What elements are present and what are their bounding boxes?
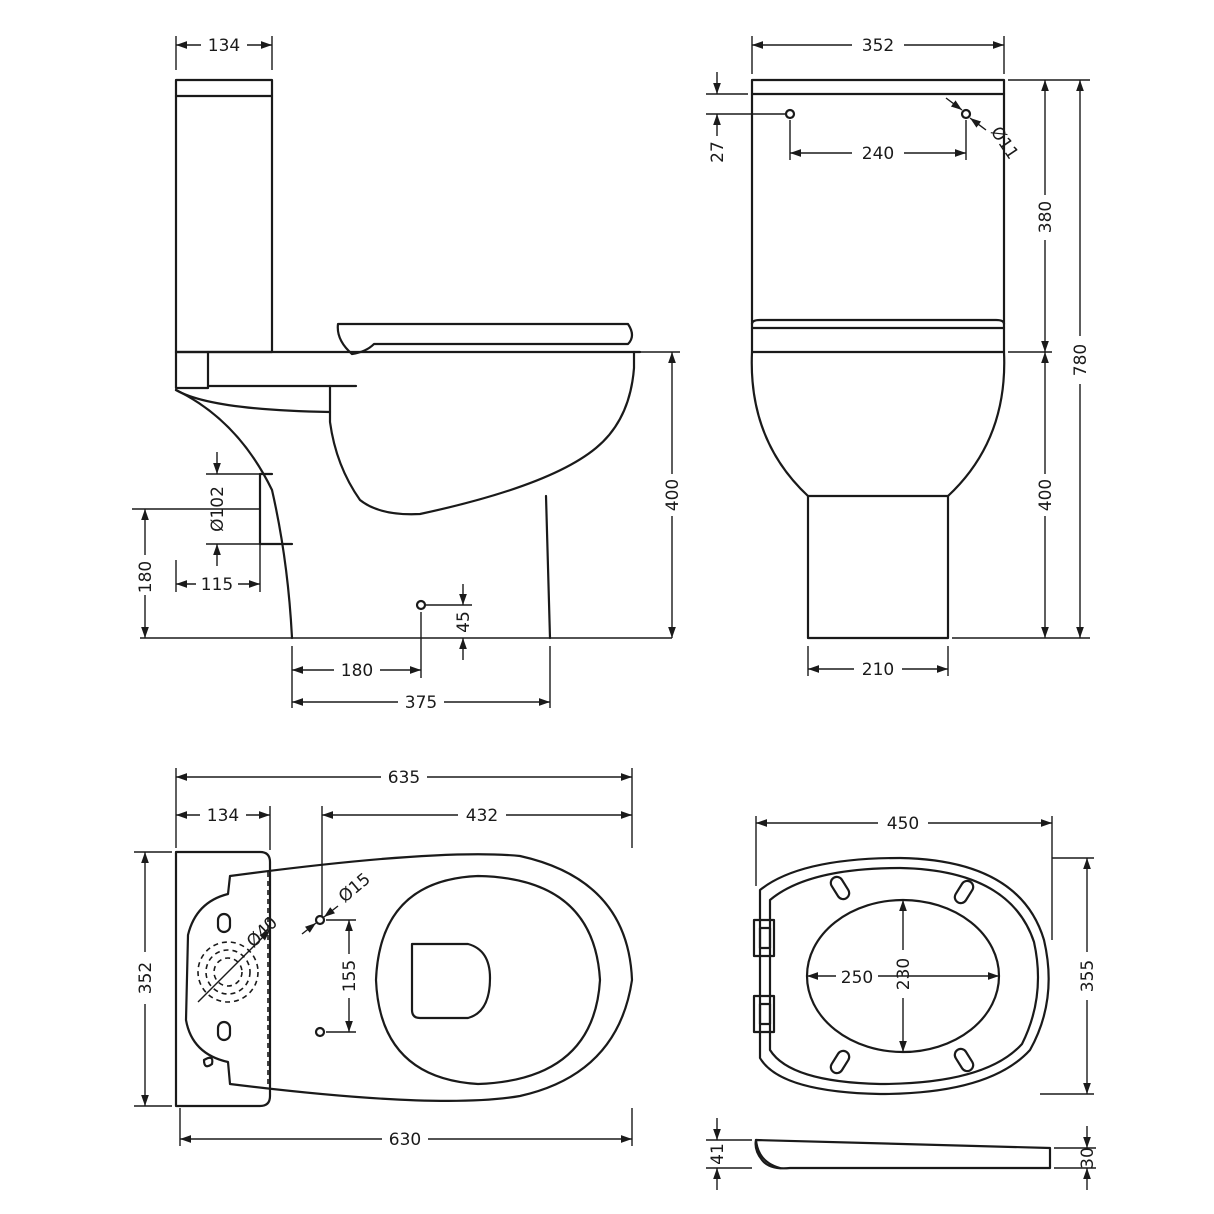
front-cistern-height-label: 380 (1036, 201, 1056, 233)
side-fixing-height-label: 45 (454, 611, 474, 633)
plan-view-toilet-outline (174, 850, 634, 1108)
plan-base-length-dimension: 630 (179, 1108, 633, 1150)
side-pan-height-label: 400 (663, 479, 683, 511)
side-footprint-length-dimension: 375 (292, 646, 551, 713)
seat-opening-width-label: 250 (841, 968, 873, 988)
seat-opening-depth-label: 230 (894, 958, 914, 990)
side-waste-height-dimension: 180 (132, 508, 260, 638)
plan-inlet-diameter-label: Ø40 (243, 913, 282, 952)
side-waste-setback-label: 115 (201, 575, 233, 595)
front-overall-width-dimension: 352 (751, 36, 1005, 74)
side-footprint-length-label: 375 (405, 693, 437, 713)
side-view: 134 Ø102 180 115 45 (132, 36, 683, 713)
plan-overall-length-label: 635 (388, 768, 420, 788)
side-cistern-depth-dimension: 134 (175, 36, 273, 70)
plan-fixing-diameter-label: Ø15 (335, 869, 375, 907)
seat-opening-depth-dimension: 230 (894, 900, 914, 1052)
seat-width-label: 450 (887, 814, 919, 834)
seat-hinge-height-label: 41 (708, 1143, 728, 1165)
front-pan-height-label: 400 (1036, 479, 1056, 511)
seat-plan-view: 450 355 250 230 (752, 814, 1098, 1096)
side-fixing-setback-label: 180 (341, 661, 373, 681)
front-view: 352 27 240 Ø11 380 (706, 36, 1091, 680)
side-view-toilet-outline (140, 78, 672, 640)
front-hole-spacing-dimension: 240 (789, 120, 967, 164)
plan-bowl-length-label: 432 (466, 806, 498, 826)
front-lid-thickness-dimension: 27 (706, 72, 786, 163)
seat-opening-width-dimension: 250 (807, 968, 999, 988)
side-fixing-setback-dimension: 180 (291, 612, 422, 708)
side-pan-height-dimension: 400 (640, 351, 683, 638)
seat-hinge-height-dimension: 41 (706, 1118, 752, 1190)
plan-fixing-spacing-dimension: 155 (326, 919, 360, 1033)
side-cistern-depth-label: 134 (208, 36, 240, 56)
front-view-toilet-outline (750, 78, 1006, 640)
seat-depth-dimension: 355 (1040, 857, 1098, 1095)
plan-cistern-width-label: 352 (136, 962, 156, 994)
front-overall-height-dimension: 780 (1071, 80, 1091, 638)
plan-base-length-label: 630 (389, 1130, 421, 1150)
plan-bowl-length-dimension: 432 (321, 806, 632, 916)
side-fixing-height-dimension: 45 (425, 584, 474, 660)
plan-view: 635 134 432 Ø15 Ø40 (134, 768, 634, 1150)
plan-fixing-diameter-dimension: Ø15 (301, 869, 375, 935)
front-base-width-dimension: 210 (807, 646, 949, 680)
front-cistern-height-dimension: 380 (1008, 79, 1090, 353)
seat-depth-label: 355 (1078, 960, 1098, 992)
seat-profile-view: 41 30 (706, 1118, 1098, 1190)
plan-cistern-width-dimension: 352 (134, 851, 172, 1107)
front-overall-width-label: 352 (862, 36, 894, 56)
front-overall-height-label: 780 (1071, 344, 1091, 376)
seat-thickness-label: 30 (1078, 1147, 1098, 1169)
front-hole-diameter-label: Ø11 (986, 123, 1022, 163)
plan-fixing-spacing-label: 155 (340, 960, 360, 992)
front-hole-spacing-label: 240 (862, 144, 894, 164)
plan-overall-length-dimension: 635 (175, 768, 633, 848)
plan-cistern-depth-label: 134 (207, 806, 239, 826)
side-waste-height-label: 180 (136, 561, 156, 593)
plan-cistern-depth-dimension: 134 (176, 806, 271, 850)
seat-width-dimension: 450 (755, 814, 1053, 940)
front-base-width-label: 210 (862, 660, 894, 680)
side-waste-setback-dimension: 115 (175, 544, 261, 595)
seat-thickness-dimension: 30 (1054, 1126, 1098, 1190)
seat-profile-outline (754, 1138, 1052, 1170)
front-lid-thickness-label: 27 (708, 141, 728, 163)
front-pan-height-dimension: 400 (952, 352, 1090, 639)
